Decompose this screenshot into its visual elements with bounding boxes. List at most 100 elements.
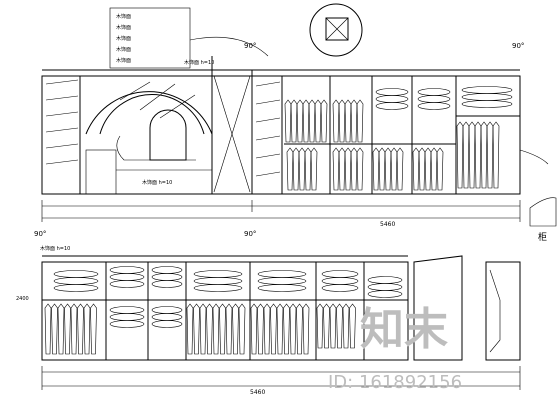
folded-clothes-icon	[193, 277, 243, 285]
garment-icon	[418, 147, 426, 191]
garment-icon	[492, 121, 500, 189]
garment-icon	[270, 303, 277, 355]
garment-icon	[225, 303, 233, 355]
garment-icon	[349, 303, 356, 349]
garment-icon	[342, 303, 350, 349]
garment-icon	[276, 303, 284, 355]
folded-clothes-icon	[151, 320, 183, 328]
garment-icon	[320, 99, 328, 143]
garment-icon	[304, 147, 312, 191]
top-left-shelves	[45, 76, 81, 194]
mid-note: 木饰面 h=10	[142, 179, 172, 186]
note-4: 木饰面	[116, 46, 131, 53]
garment-icon	[456, 121, 464, 189]
folded-clothes-icon	[53, 284, 99, 292]
garment-icon	[284, 99, 292, 143]
folded-clothes-icon	[109, 320, 145, 328]
garment-icon	[232, 303, 239, 355]
garment-icon	[332, 99, 340, 143]
folded-clothes-icon	[109, 273, 145, 281]
folded-clothes-icon	[109, 313, 145, 321]
garment-icon	[344, 99, 352, 143]
folded-clothes-icon	[151, 306, 183, 314]
garment-icon	[486, 121, 494, 189]
note-2: 木饰面	[116, 24, 131, 31]
garment-icon	[462, 121, 470, 189]
folded-clothes-icon	[461, 86, 513, 94]
garment-icon	[57, 303, 65, 355]
folded-clothes-icon	[109, 266, 145, 274]
folded-clothes-icon	[375, 88, 409, 96]
folded-clothes-icon	[53, 277, 99, 285]
door-panel	[213, 75, 251, 193]
garment-icon	[302, 99, 310, 143]
folded-clothes-icon	[375, 95, 409, 103]
garment-icon	[77, 303, 84, 355]
garment-icon	[290, 99, 298, 143]
garment-icon	[430, 147, 438, 191]
garment-icon	[468, 121, 476, 189]
garment-icon	[390, 147, 398, 191]
folded-clothes-icon	[151, 280, 183, 288]
garment-icon	[474, 121, 482, 189]
garment-icon	[298, 147, 306, 191]
garment-icon	[336, 303, 343, 349]
garment-icon	[338, 99, 346, 143]
garment-icon	[424, 147, 432, 191]
folded-clothes-icon	[417, 88, 451, 96]
garment-icon	[296, 303, 303, 355]
watermark: 知末 ID: 161892156	[328, 304, 462, 393]
detail-callout	[309, 3, 363, 57]
garment-icon	[308, 99, 316, 143]
watermark-id: ID: 161892156	[328, 372, 462, 393]
watermark-brand: 知末	[360, 304, 448, 355]
folded-clothes-icon	[375, 102, 409, 110]
garment-icon	[350, 147, 358, 191]
folded-clothes-icon	[193, 284, 243, 292]
folded-clothes-icon	[151, 313, 183, 321]
corner-detail	[529, 197, 557, 227]
garment-icon	[206, 303, 213, 355]
folded-clothes-icon	[367, 276, 403, 284]
garment-icon	[332, 147, 340, 191]
folded-clothes-icon	[151, 266, 183, 274]
garment-icon	[292, 147, 300, 191]
garment-icon	[193, 303, 200, 355]
garment-icon	[257, 303, 264, 355]
garment-icon	[310, 147, 318, 191]
folded-clothes-icon	[321, 270, 359, 278]
folded-clothes-icon	[151, 273, 183, 281]
garment-icon	[338, 147, 346, 191]
bottom-dimension-line: 5460	[41, 366, 521, 396]
arch-note: 木饰面 h=10	[184, 59, 214, 66]
garment-icon	[344, 147, 352, 191]
garment-icon	[44, 303, 52, 355]
folded-clothes-icon	[321, 277, 359, 285]
garment-icon	[64, 303, 71, 355]
bottom-door	[413, 255, 521, 361]
garment-icon	[289, 303, 297, 355]
garment-icon	[219, 303, 226, 355]
garment-icon	[323, 303, 330, 349]
top-angle-b: 90°	[512, 42, 524, 50]
garment-icon	[396, 147, 404, 191]
garment-icon	[372, 147, 380, 191]
garment-icon	[350, 99, 358, 143]
annotation-block: 木饰面 木饰面 木饰面 木饰面 木饰面 木饰面 h=10 木饰面 h=10	[109, 7, 269, 186]
folded-clothes-icon	[53, 270, 99, 278]
garment-icon	[83, 303, 91, 355]
garment-icon	[51, 303, 58, 355]
folded-clothes-icon	[461, 93, 513, 101]
top-mid-shelves	[255, 76, 283, 194]
garment-icon	[283, 303, 290, 355]
folded-clothes-icon	[257, 284, 307, 292]
garment-icon	[238, 303, 246, 355]
bottom-dividers	[105, 262, 365, 360]
garment-icon	[250, 303, 258, 355]
folded-clothes-icon	[461, 100, 513, 108]
garment-icon	[356, 147, 364, 191]
folded-clothes-icon	[193, 270, 243, 278]
corner-label: 柜	[538, 231, 547, 243]
note-1: 木饰面	[116, 13, 131, 20]
